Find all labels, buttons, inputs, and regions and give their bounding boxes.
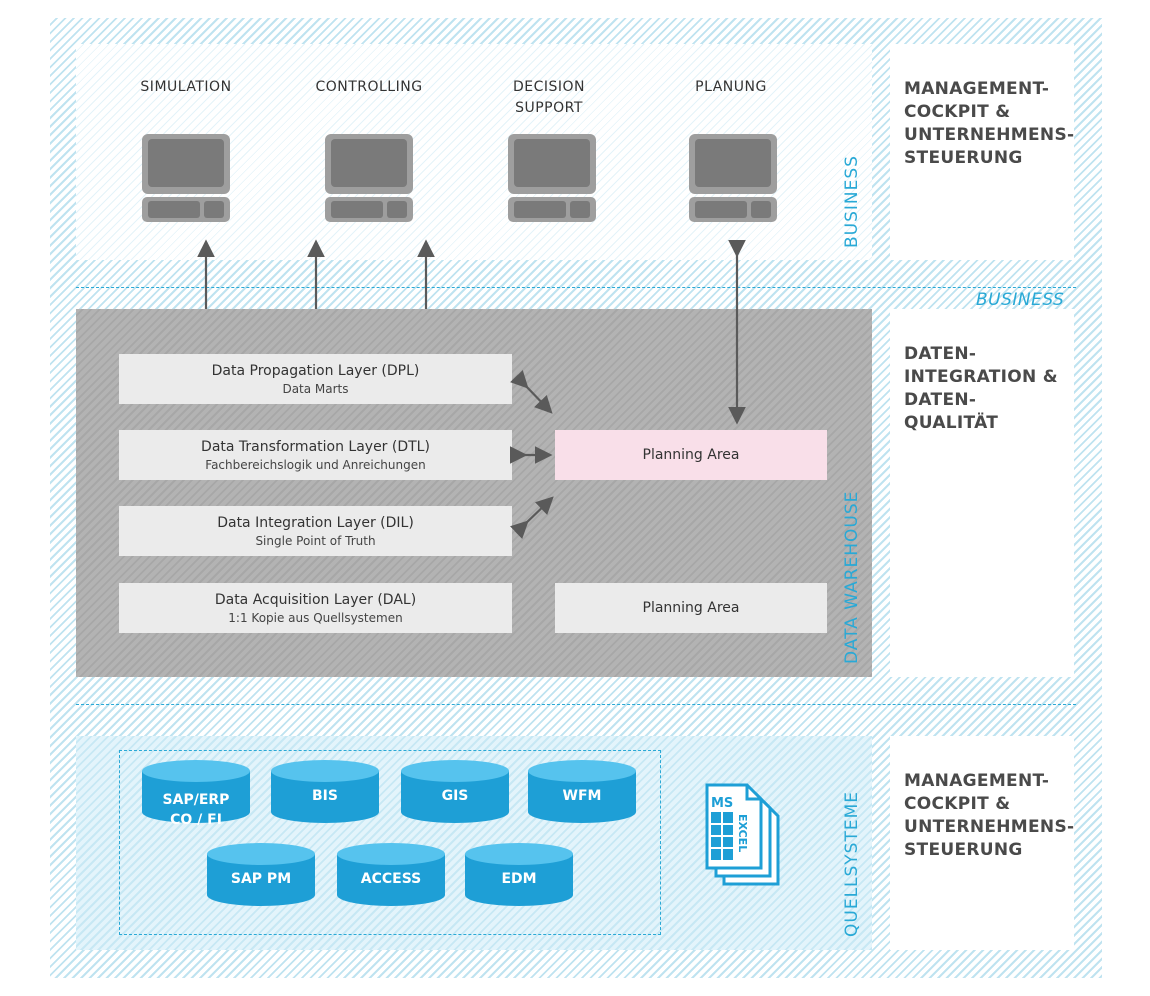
database-label-bis: BIS [312, 788, 338, 804]
planning-area-pink: Planning Area [555, 430, 827, 480]
database-label-wfm: WFM [562, 788, 602, 804]
arrow-dil-planning [509, 496, 554, 539]
database-icon: SAP/ERP CO / FI [142, 760, 250, 834]
side-panel-bottom: MANAGEMENT- COCKPIT & UNTERNEHMENS- STEU… [890, 736, 1074, 950]
layer-dpl: Data Propagation Layer (DPL) Data Marts [119, 354, 512, 404]
side-panel-middle-text: DATEN- INTEGRATION & DATEN- QUALITÄT [904, 344, 1058, 433]
category-label-planung: PLANUNG [695, 79, 767, 95]
side-panel-top: MANAGEMENT- COCKPIT & UNTERNEHMENS- STEU… [890, 44, 1074, 260]
database-label-sap-pm: SAP PM [230, 871, 292, 887]
business-separator-line [76, 287, 1076, 288]
planning-area-grey: Planning Area [555, 583, 827, 633]
category-label-decision-support: DECISION SUPPORT [512, 79, 586, 116]
layer-dtl-title: Data Transformation Layer (DTL) [201, 439, 430, 455]
computer-icon [142, 134, 230, 222]
layer-dil: Data Integration Layer (DIL) Single Poin… [119, 506, 512, 556]
database-icon: ACCESS [337, 843, 445, 917]
layer-dpl-title: Data Propagation Layer (DPL) [211, 363, 420, 379]
side-panel-bottom-text: MANAGEMENT- COCKPIT & UNTERNEHMENS- STEU… [904, 771, 1075, 860]
side-panel-top-text: MANAGEMENT- COCKPIT & UNTERNEHMENS- STEU… [904, 79, 1075, 168]
sources-separator-line [76, 704, 1076, 705]
computer-icon [325, 134, 413, 222]
layer-dpl-subtitle: Data Marts [282, 382, 349, 396]
layer-dil-title: Data Integration Layer (DIL) [217, 515, 414, 531]
computer-icon [508, 134, 596, 222]
layer-dal: Data Acquisition Layer (DAL) 1:1 Kopie a… [119, 583, 512, 633]
layer-dtl-subtitle: Fachbereichslogik und Anreichungen [205, 458, 426, 472]
database-icon: GIS [401, 760, 509, 834]
database-label-sap-erp: SAP/ERP CO / FI [162, 792, 230, 828]
source-systems-dashed-frame [119, 750, 661, 935]
excel-ms-label: MS [711, 796, 734, 811]
category-label-simulation: SIMULATION [140, 79, 232, 95]
excel-document-icon [705, 783, 780, 886]
database-label-access: ACCESS [360, 871, 422, 887]
side-panel-middle: DATEN- INTEGRATION & DATEN- QUALITÄT [890, 309, 1074, 677]
layer-dtl: Data Transformation Layer (DTL) Fachbere… [119, 430, 512, 480]
layer-dal-subtitle: 1:1 Kopie aus Quellsystemen [228, 611, 403, 625]
layer-dal-title: Data Acquisition Layer (DAL) [214, 592, 417, 608]
business-separator-label: BUSINESS [976, 290, 1065, 310]
database-icon: BIS [271, 760, 379, 834]
layer-dil-subtitle: Single Point of Truth [255, 534, 376, 548]
database-icon: SAP PM [207, 843, 315, 917]
category-label-controlling: CONTROLLING [315, 79, 423, 95]
arrow-dpl-planning [510, 369, 553, 414]
computer-icon [689, 134, 777, 222]
database-icon: WFM [528, 760, 636, 834]
database-label-gis: GIS [441, 788, 469, 804]
database-label-edm: EDM [501, 871, 537, 887]
database-icon: EDM [465, 843, 573, 917]
